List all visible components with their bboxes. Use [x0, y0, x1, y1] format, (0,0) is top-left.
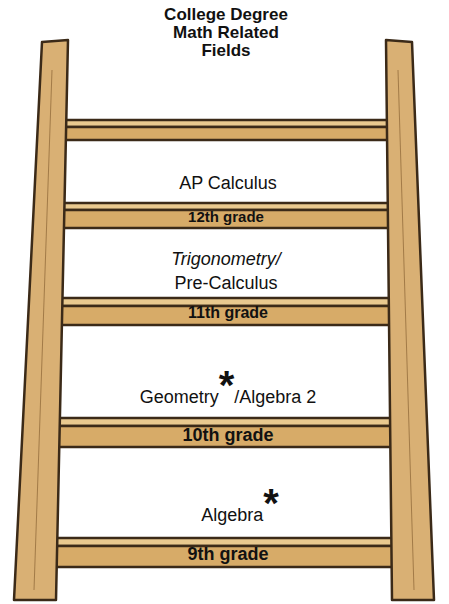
text-row: Algebra*: [201, 491, 279, 526]
grade-label: 9th grade: [187, 545, 268, 565]
text-row: Trigonometry/: [171, 250, 281, 270]
text-row: 10th grade: [182, 426, 273, 446]
text-row: AP Calculus: [179, 174, 277, 194]
asterisk-mark: *: [263, 487, 279, 519]
course-name: AP Calculus: [179, 174, 277, 194]
title: College Degree Math Related Fields: [164, 6, 288, 60]
course-name: Geometry: [140, 388, 219, 408]
text-row: 11th grade: [188, 304, 268, 322]
course-name: Algebra: [201, 506, 263, 526]
text-row: Geometry*/Algebra 2: [140, 373, 317, 408]
grade-label: 12th grade: [188, 209, 264, 226]
text-row: 9th grade: [187, 545, 268, 565]
text-row: 12th grade: [188, 209, 264, 226]
course-name: Trigonometry/: [171, 250, 281, 270]
course-name: Pre-Calculus: [174, 274, 277, 294]
grade-label: 10th grade: [182, 426, 273, 446]
text-row: Pre-Calculus: [174, 274, 277, 294]
grade-label: 11th grade: [188, 304, 268, 322]
course-name: /Algebra 2: [234, 388, 316, 408]
asterisk-mark: *: [219, 369, 235, 401]
